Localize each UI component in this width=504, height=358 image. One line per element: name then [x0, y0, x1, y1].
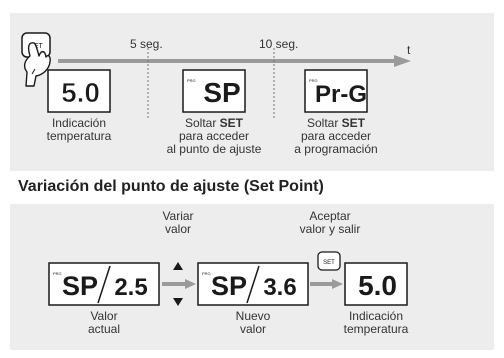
caption-set-bold: SET: [219, 116, 244, 130]
caption-final: Indicación temperatura: [331, 310, 421, 336]
prg-tag: PRG: [187, 78, 196, 83]
section-title: Variación del punto de ajuste (Set Point…: [18, 178, 324, 195]
axis-label-t: t: [407, 43, 411, 57]
label-accept: Aceptar valor y salir: [290, 210, 370, 236]
display-current-value: 2.5: [114, 274, 147, 301]
caption-set-bold: SET: [341, 116, 366, 130]
display-programming: PRG Pr-G: [304, 69, 368, 113]
display-final-value: 5.0: [358, 270, 397, 301]
prg-tag: PRG: [202, 271, 211, 276]
display-setpoint: PRG SP: [182, 69, 246, 113]
caption-setpoint: Soltar SET para acceder al punto de ajus…: [164, 117, 264, 156]
caption-new-line1: Nuevo: [235, 309, 271, 323]
prg-tag: PRG: [309, 78, 318, 83]
caption-current-line1: Valor: [90, 309, 118, 323]
caption-setpoint-line3: al punto de ajuste: [166, 142, 262, 156]
caption-temperature: Indicación temperatura: [34, 117, 124, 143]
caption-programming: Soltar SET para acceder a programación: [286, 117, 386, 156]
set-key: SET: [317, 251, 341, 271]
caption-current-line2: actual: [87, 322, 121, 336]
caption-final-line2: temperatura: [343, 322, 409, 336]
set-key-label: SET: [323, 260, 335, 266]
caption-programming-line2: para acceder: [300, 129, 372, 143]
label-vary-line1: Variar: [162, 209, 194, 223]
label-accept-line2: valor y salir: [299, 222, 361, 236]
caption-text: Soltar: [184, 116, 220, 130]
caption-new: Nuevo valor: [223, 310, 283, 336]
display-programming-value: Pr-G: [315, 81, 367, 108]
arrow-to-new: [162, 279, 196, 289]
caption-programming-line1: Soltar SET: [286, 117, 386, 130]
finger-icon: [23, 42, 51, 87]
display-current: PRG SP 2.5: [48, 262, 160, 306]
caption-temperature-line2: temperatura: [46, 129, 112, 143]
label-5-seconds: 5 seg.: [130, 37, 163, 51]
caption-programming-line3: a programación: [294, 142, 378, 156]
caption-setpoint-line1: Soltar SET: [164, 117, 264, 130]
display-new: PRG SP 3.6: [197, 262, 309, 306]
display-setpoint-value: SP: [203, 77, 240, 108]
display-temperature-value: 5.0: [61, 77, 100, 108]
display-new-code: SP: [211, 271, 247, 301]
caption-current: Valor actual: [74, 310, 134, 336]
caption-text: Soltar: [306, 116, 342, 130]
display-temperature: 5.0: [47, 69, 111, 113]
caption-temperature-line1: Indicación: [51, 116, 107, 130]
label-10-seconds: 10 seg.: [259, 37, 299, 51]
display-final: 5.0: [344, 262, 408, 306]
arrow-to-final: [310, 279, 343, 289]
caption-setpoint-line2: para acceder: [178, 129, 250, 143]
up-arrow-icon: [173, 262, 183, 270]
caption-final-line1: Indicación: [348, 309, 404, 323]
caption-new-line2: valor: [239, 322, 266, 336]
timeline-arrow: [58, 55, 411, 67]
label-accept-line1: Aceptar: [309, 209, 351, 223]
label-vary: Variar valor: [148, 210, 208, 236]
label-vary-line2: valor: [164, 222, 191, 236]
display-new-value: 3.6: [263, 274, 296, 301]
display-current-code: SP: [62, 271, 98, 301]
down-arrow-icon: [173, 298, 183, 306]
prg-tag: PRG: [53, 271, 62, 276]
